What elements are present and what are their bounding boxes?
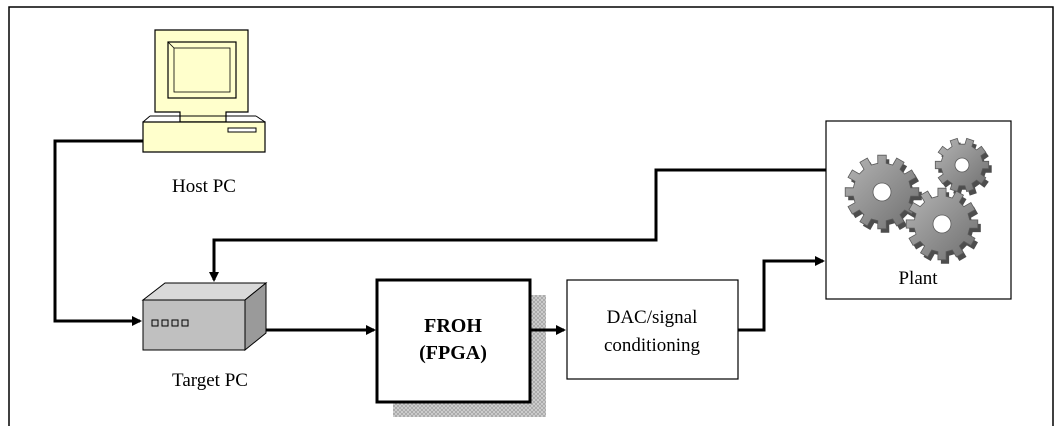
- gear-hole: [955, 158, 969, 172]
- host-to-target-line: [55, 141, 143, 321]
- dac-to-plant-line: [738, 261, 823, 330]
- froh-label-line2: (FPGA): [419, 342, 487, 364]
- froh-label-line1: FROH: [424, 315, 482, 337]
- plant-label: Plant: [898, 268, 938, 289]
- gear-hole: [933, 215, 951, 233]
- target-pc-label: Target PC: [172, 370, 248, 391]
- froh-block: [377, 280, 530, 402]
- gear-hole: [873, 183, 891, 201]
- desktop-computer-icon: [143, 30, 265, 152]
- dac-block: [567, 280, 738, 379]
- dac-label-line1: DAC/signal: [607, 307, 698, 328]
- target-pc-box-icon: [143, 283, 266, 350]
- host-pc-label: Host PC: [172, 176, 236, 197]
- dac-label-line2: conditioning: [604, 335, 701, 356]
- plant-to-target-line: [214, 170, 826, 280]
